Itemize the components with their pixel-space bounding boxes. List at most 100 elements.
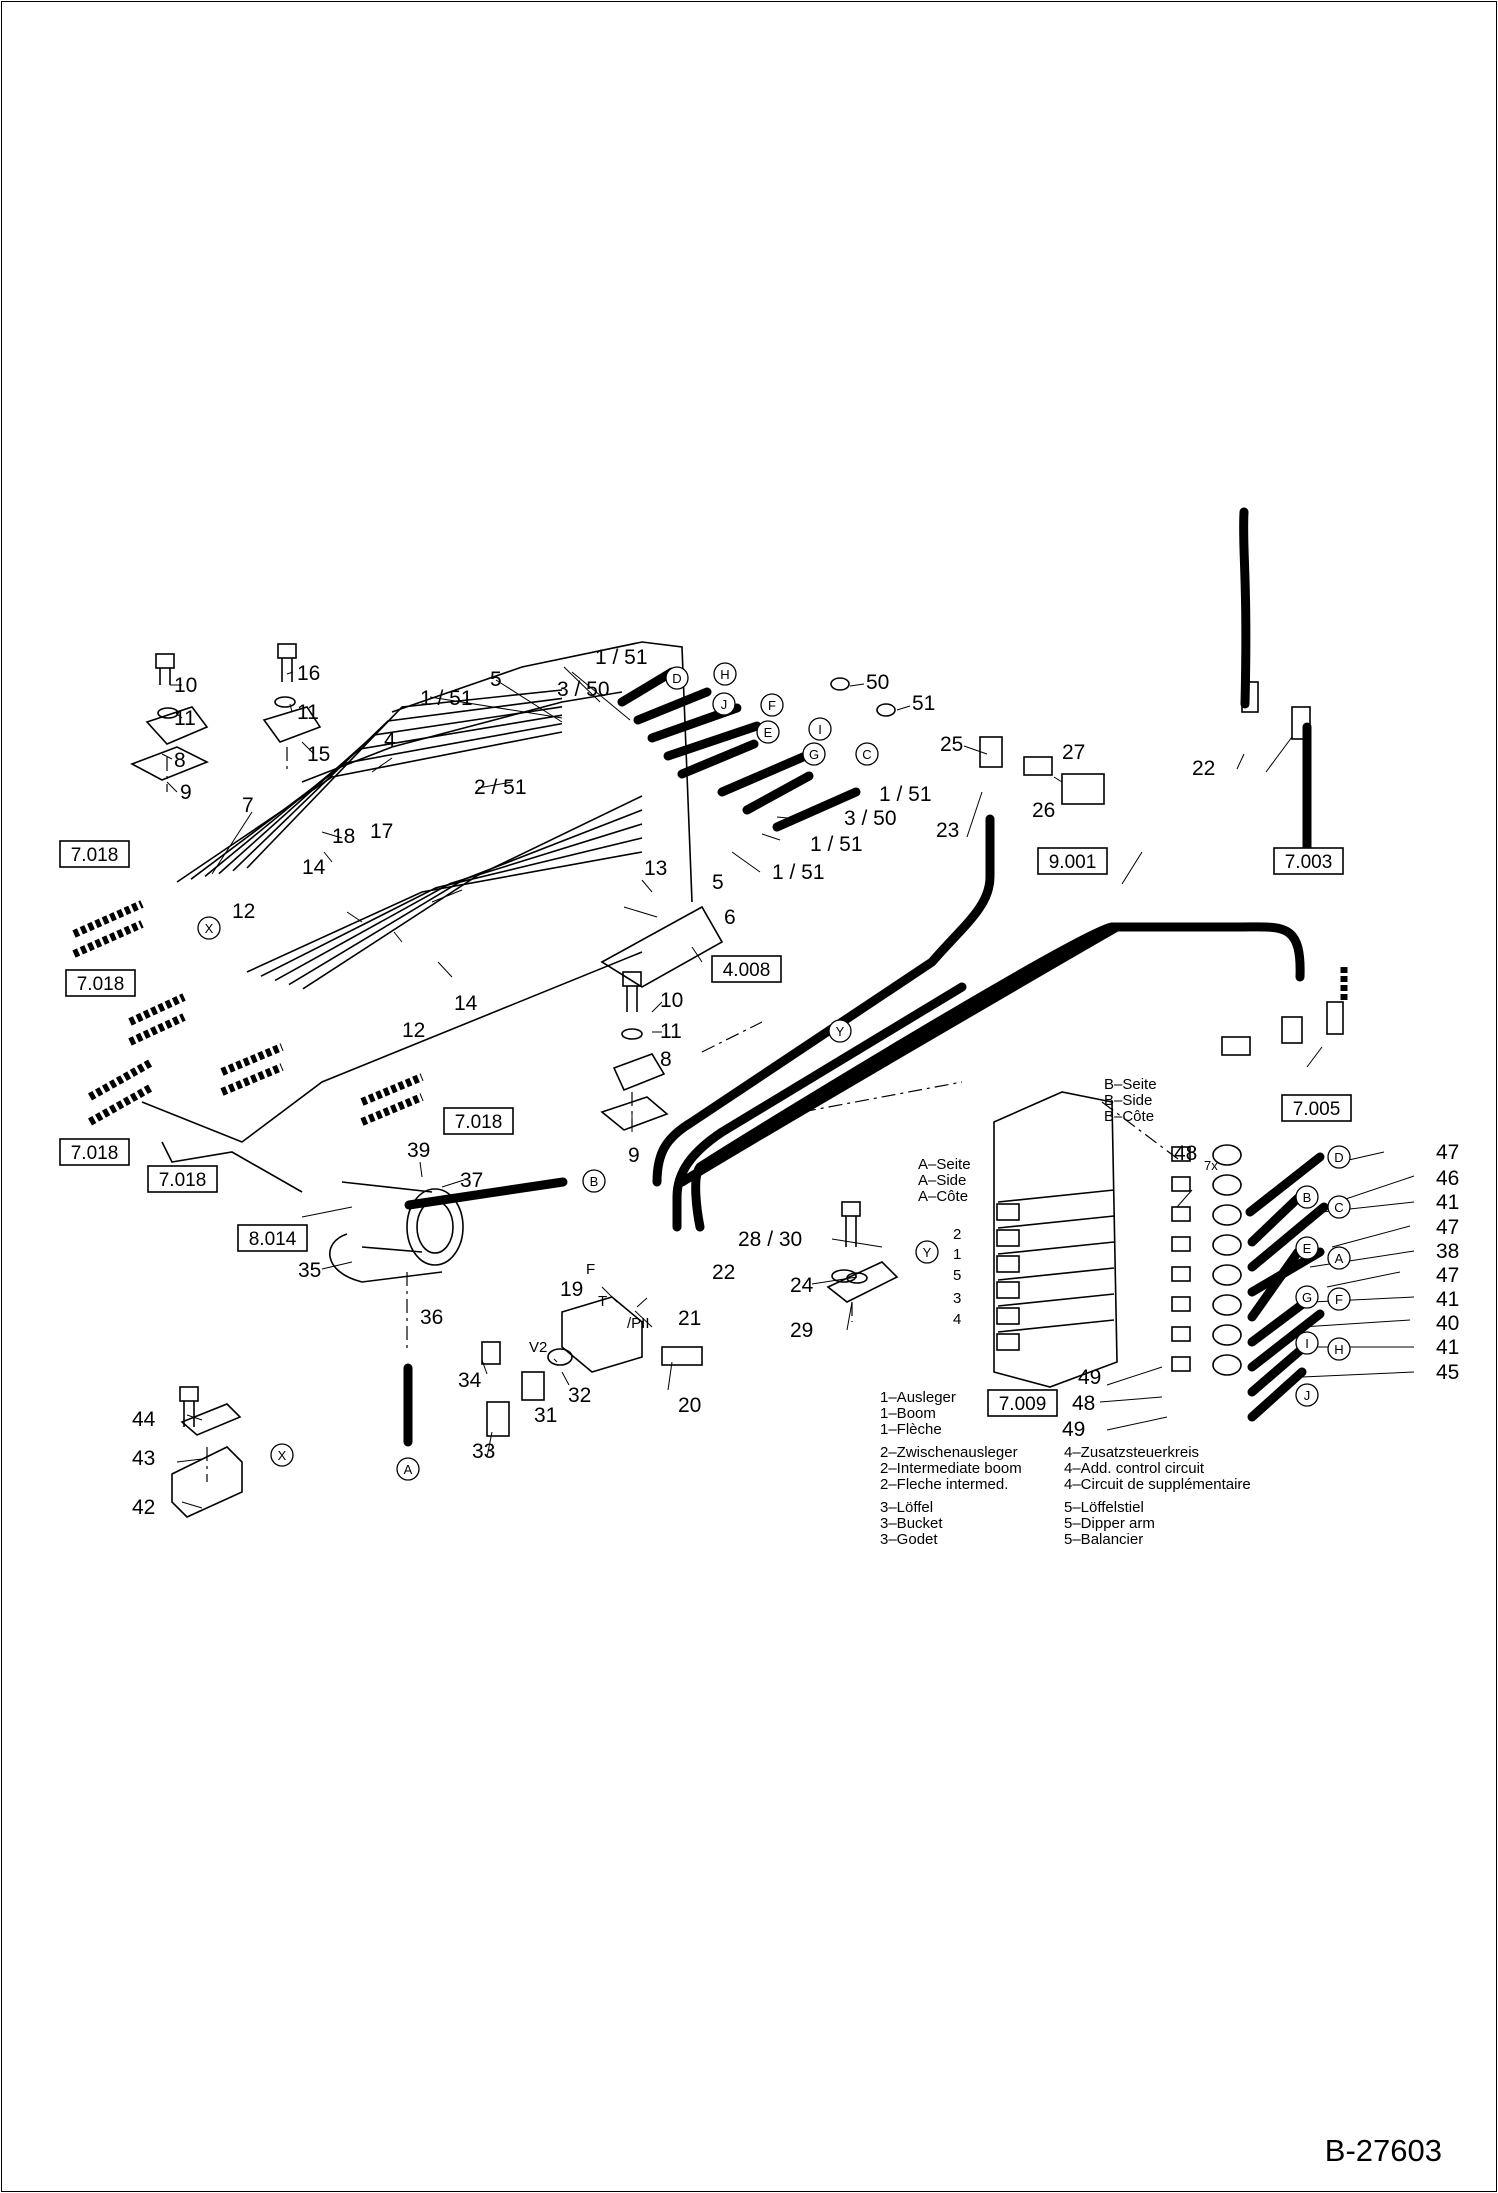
part-number-p29: 29 bbox=[790, 1319, 813, 1342]
leader-line bbox=[437, 961, 453, 978]
leader-line bbox=[831, 1238, 883, 1248]
leader-line bbox=[896, 705, 911, 711]
hose-line bbox=[652, 814, 995, 1187]
leader-line bbox=[846, 1301, 853, 1331]
circled-text-cF2: F bbox=[1335, 1292, 1343, 1307]
part-number-p41c: 41 bbox=[1436, 1336, 1459, 1359]
ref-box-r7018e bbox=[443, 1107, 514, 1135]
leader-line bbox=[431, 889, 463, 903]
hose-line bbox=[1247, 1309, 1325, 1372]
leader-line bbox=[1236, 753, 1245, 770]
part-number-p9a: 9 bbox=[180, 781, 192, 804]
fitting bbox=[1023, 756, 1053, 776]
circled-letter-cG2 bbox=[1295, 1285, 1319, 1309]
leader-line bbox=[1121, 851, 1143, 885]
valve-section bbox=[997, 1293, 1115, 1307]
part-number-p1_51c: 1 / 51 bbox=[879, 783, 932, 806]
leader-line bbox=[1265, 736, 1293, 773]
leader-line bbox=[481, 1359, 488, 1375]
circled-letter-cE2 bbox=[1295, 1236, 1319, 1260]
hose-line bbox=[88, 1083, 154, 1126]
port-label-portT: T bbox=[598, 1293, 607, 1310]
leader-line bbox=[419, 1161, 423, 1178]
leader-line bbox=[641, 879, 653, 893]
part-number-p14a: 14 bbox=[302, 856, 326, 879]
circled-letter-cY1 bbox=[828, 1019, 852, 1043]
circled-letter-cA2 bbox=[1327, 1246, 1351, 1270]
port-label-portPII: /PII bbox=[627, 1315, 650, 1332]
ref-box-r7005 bbox=[1281, 1094, 1352, 1122]
hose-line bbox=[72, 900, 144, 938]
valve-spool bbox=[996, 1229, 1020, 1247]
part-number-p1_51d: 1 / 51 bbox=[810, 833, 863, 856]
bolt-head bbox=[841, 1201, 861, 1217]
valve-section-number: 3 bbox=[953, 1290, 961, 1307]
part-number-p3_50b: 3 / 50 bbox=[844, 807, 897, 830]
circled-text-cF1: F bbox=[768, 698, 776, 713]
leader-line bbox=[186, 1414, 203, 1421]
leader-line bbox=[601, 1286, 618, 1303]
valve-spool bbox=[996, 1281, 1020, 1299]
part-number-p1_51e: 1 / 51 bbox=[772, 861, 825, 884]
hose-line bbox=[128, 1013, 186, 1046]
circled-text-cD1: D bbox=[672, 671, 681, 686]
center-line bbox=[801, 1081, 963, 1113]
part-number-p47b: 47 bbox=[1436, 1216, 1459, 1239]
part-number-p17: 17 bbox=[370, 820, 393, 843]
circled-letter-cY2 bbox=[915, 1240, 939, 1264]
rotary-union-inner bbox=[416, 1200, 454, 1254]
hose-line bbox=[1245, 1152, 1325, 1217]
drawing-number: B-27603 bbox=[1324, 2133, 1442, 2168]
circled-text-cX2: X bbox=[278, 1448, 287, 1463]
a-side-legend: A–Seite bbox=[918, 1156, 971, 1173]
bolt-head bbox=[179, 1386, 199, 1402]
valve-section-number: 5 bbox=[953, 1267, 961, 1284]
part-number-p47a: 47 bbox=[1436, 1141, 1459, 1164]
circled-text-cI1: I bbox=[818, 722, 822, 737]
leader-line bbox=[486, 1431, 493, 1458]
part-number-p13: 13 bbox=[644, 857, 667, 880]
ref-box-r9001 bbox=[1037, 847, 1108, 875]
part-number-p27: 27 bbox=[1062, 741, 1085, 764]
circled-letter-cJ1 bbox=[712, 692, 736, 716]
pipe-tube bbox=[176, 731, 563, 883]
part-number-p51: 51 bbox=[912, 692, 935, 715]
clamp-top bbox=[180, 1403, 242, 1436]
hose-line bbox=[360, 1073, 424, 1106]
hose-end bbox=[1212, 1264, 1242, 1286]
part-number-p19: 19 bbox=[560, 1278, 583, 1301]
ref-box-r8014 bbox=[237, 1224, 308, 1252]
valve-section bbox=[997, 1241, 1115, 1255]
circled-text-cA1: A bbox=[404, 1462, 413, 1477]
part-number-p38: 38 bbox=[1436, 1240, 1459, 1263]
circled-letter-cE1 bbox=[756, 720, 780, 744]
circled-letter-cI2 bbox=[1295, 1331, 1319, 1355]
connector-fitting bbox=[1171, 1356, 1191, 1372]
circled-text-cI2: I bbox=[1305, 1336, 1309, 1351]
hose-end bbox=[1212, 1144, 1242, 1166]
leader-line bbox=[811, 1276, 858, 1285]
circled-letter-cX1 bbox=[197, 916, 221, 940]
leader-line bbox=[393, 931, 403, 943]
part-number-p41a: 41 bbox=[1436, 1191, 1459, 1214]
part-number-p11b: 11 bbox=[297, 701, 319, 724]
circled-text-cH1: H bbox=[720, 667, 729, 682]
circled-letter-cH1 bbox=[713, 662, 737, 686]
hose-line bbox=[220, 1063, 284, 1096]
leader-line bbox=[289, 703, 293, 713]
bracket-plate bbox=[600, 905, 724, 988]
valve-spool bbox=[996, 1203, 1020, 1221]
connector-fitting bbox=[1171, 1296, 1191, 1312]
fitting bbox=[486, 1401, 510, 1437]
fitting bbox=[979, 736, 1003, 768]
part-number-p28_30: 28 / 30 bbox=[738, 1228, 802, 1251]
clamp-plate bbox=[600, 1096, 669, 1131]
part-number-p1_51a: 1 / 51 bbox=[420, 687, 473, 710]
ref-label-r4008: 4.008 bbox=[723, 960, 771, 981]
leader-line bbox=[1301, 1371, 1415, 1378]
fitting bbox=[1291, 706, 1311, 740]
leader-line bbox=[1306, 1046, 1323, 1068]
part-number-p2_51: 2 / 51 bbox=[474, 776, 527, 799]
